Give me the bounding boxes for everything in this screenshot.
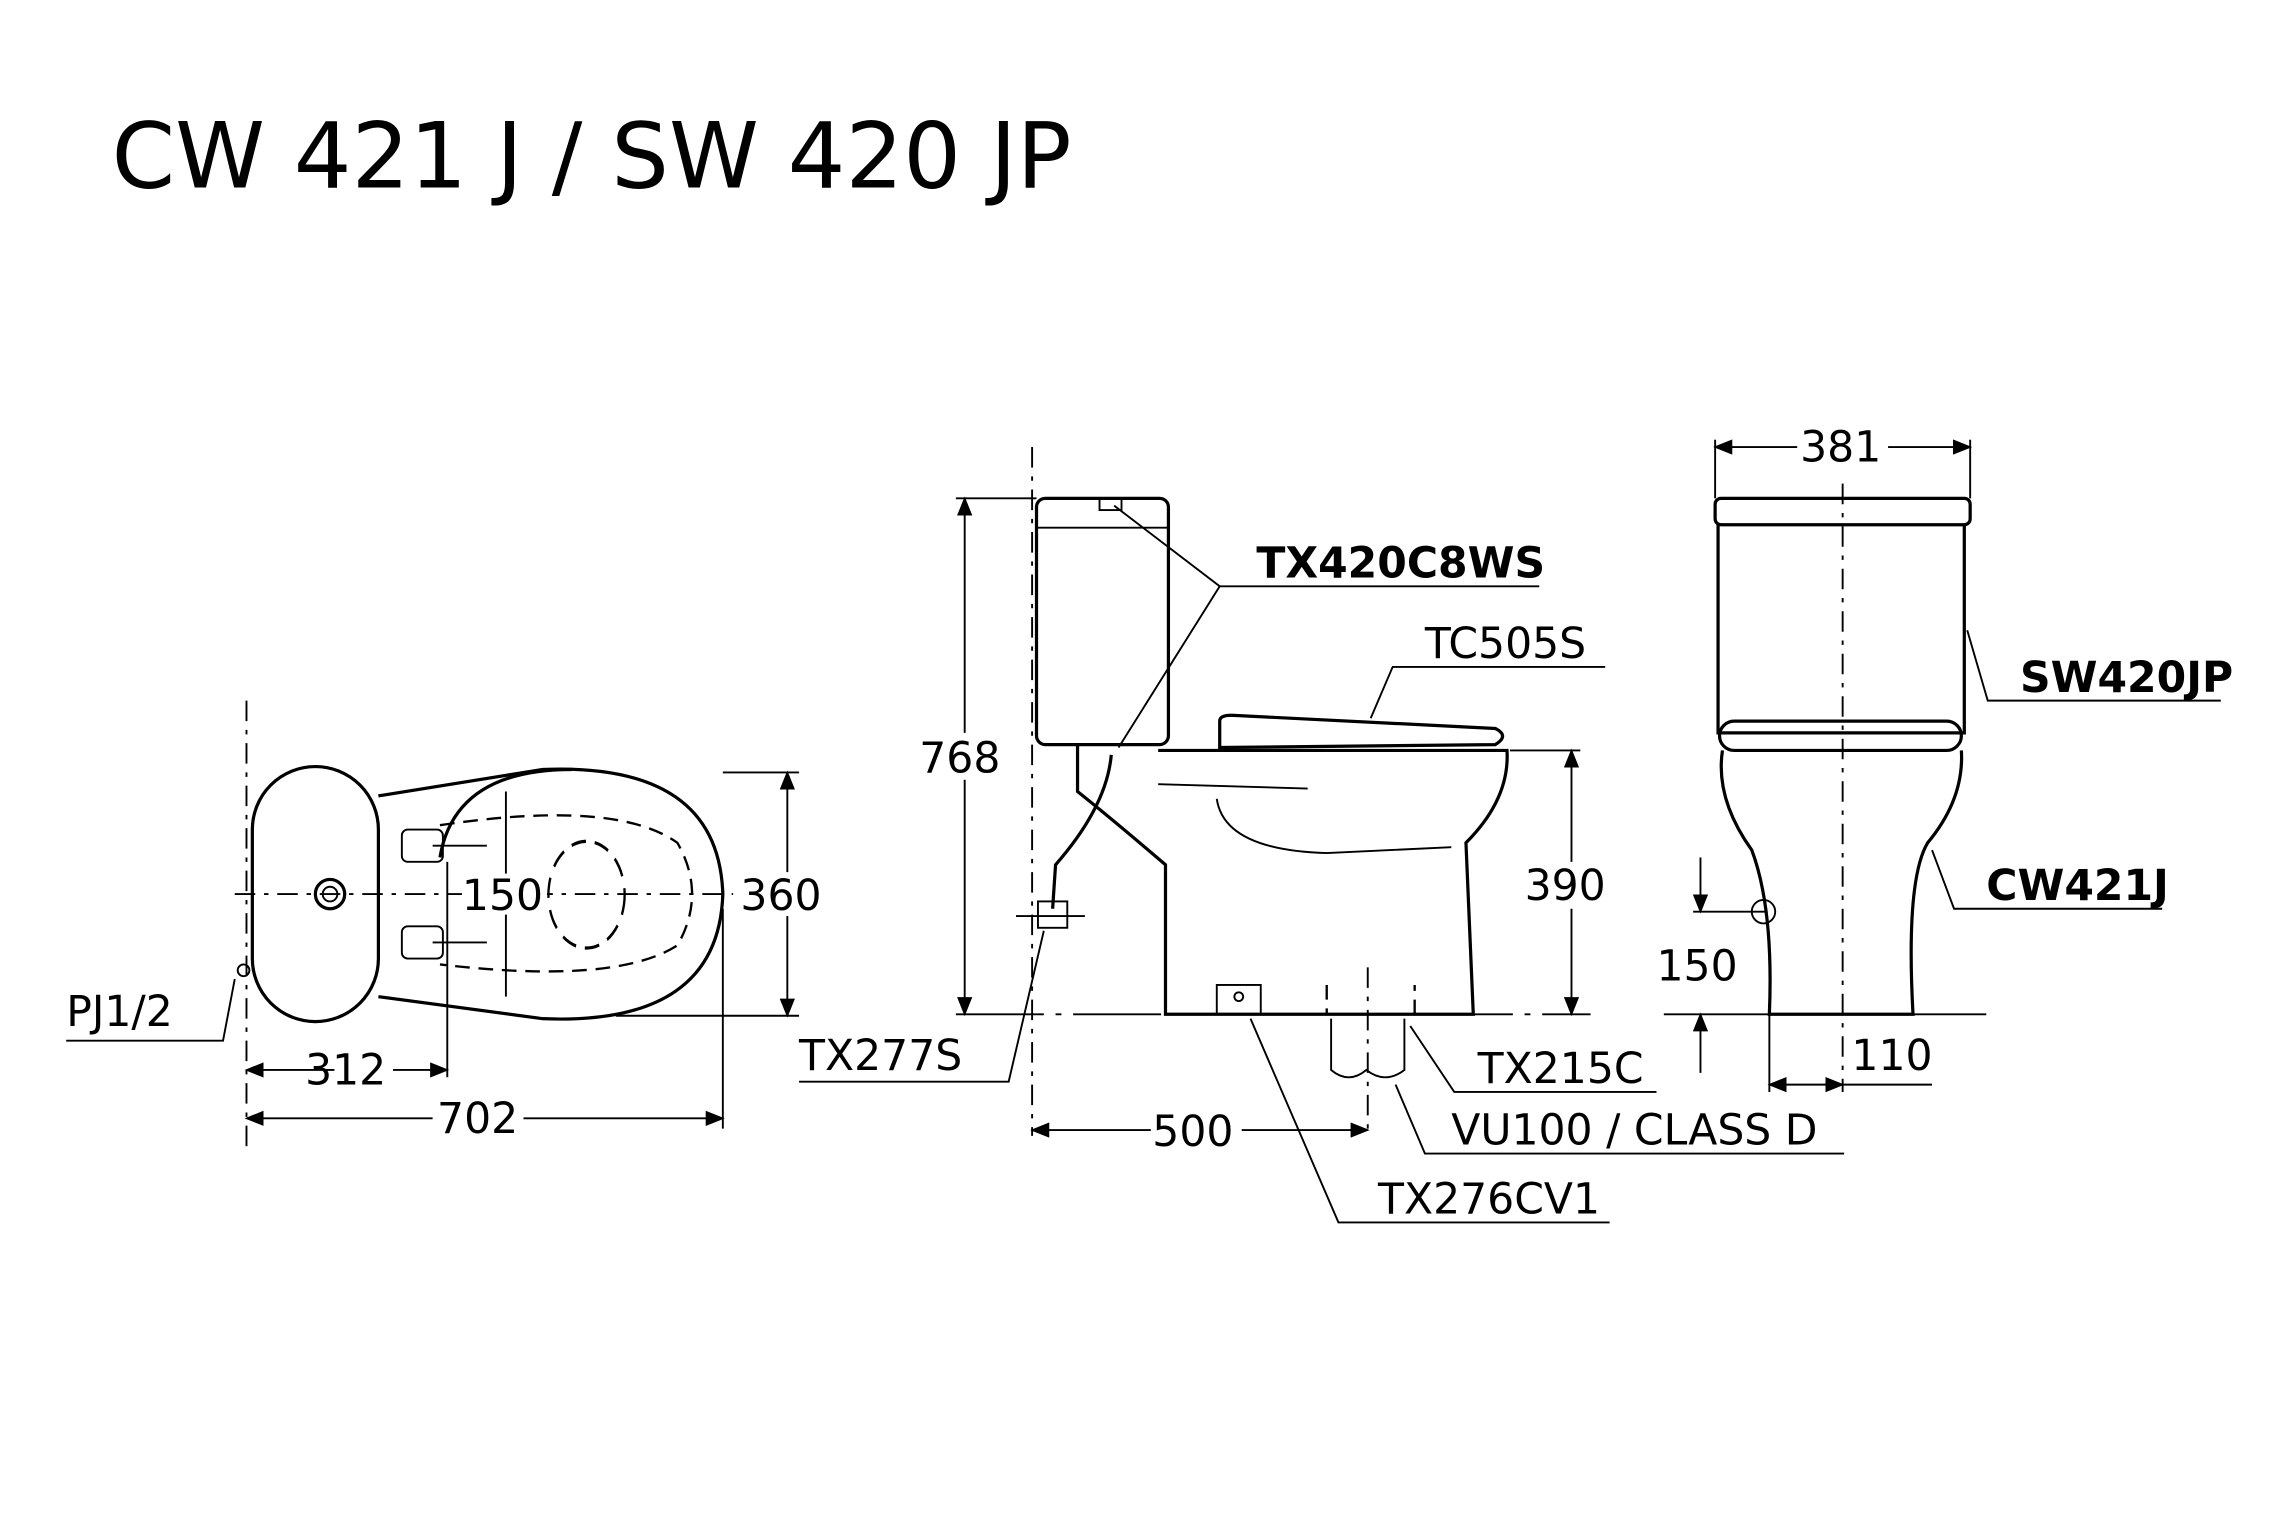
dim-outlet-distance: 500 xyxy=(1152,1108,1233,1157)
dim-depth: 360 xyxy=(740,872,821,921)
dim-height-total: 768 xyxy=(919,734,1000,783)
dim-width: 381 xyxy=(1800,424,1881,473)
dim-inlet-offset: 110 xyxy=(1851,1032,1932,1081)
front-view: 381 150 110 SW420JP CW421J xyxy=(1657,424,2233,1093)
label-bowl: CW421J xyxy=(1986,862,2169,911)
label-valve: TX277S xyxy=(798,1032,962,1081)
label-bolt: TX276CV1 xyxy=(1377,1176,1600,1225)
dim-width-total: 702 xyxy=(437,1095,518,1144)
label-fitting: TX420C8WS xyxy=(1256,539,1545,588)
side-view: 768 390 500 TX420C8WS TC505S TX277S TX21… xyxy=(798,447,1845,1225)
dim-inlet-height: 150 xyxy=(1657,943,1738,992)
plan-view: 312 702 360 150 PJ1/2 xyxy=(66,700,829,1151)
page-title: CW 421 J / SW 420 JP xyxy=(112,105,1072,210)
dim-seat-height: 390 xyxy=(1525,862,1606,911)
dim-to-outlet: 312 xyxy=(305,1047,386,1096)
label-inlet: PJ1/2 xyxy=(66,988,173,1037)
dim-bolt-spacing: 150 xyxy=(462,872,543,921)
label-pipe: VU100 / CLASS D xyxy=(1451,1107,1817,1156)
label-tank: SW420JP xyxy=(2020,654,2233,703)
label-flange: TX215C xyxy=(1477,1045,1644,1094)
label-seat: TC505S xyxy=(1424,620,1586,669)
